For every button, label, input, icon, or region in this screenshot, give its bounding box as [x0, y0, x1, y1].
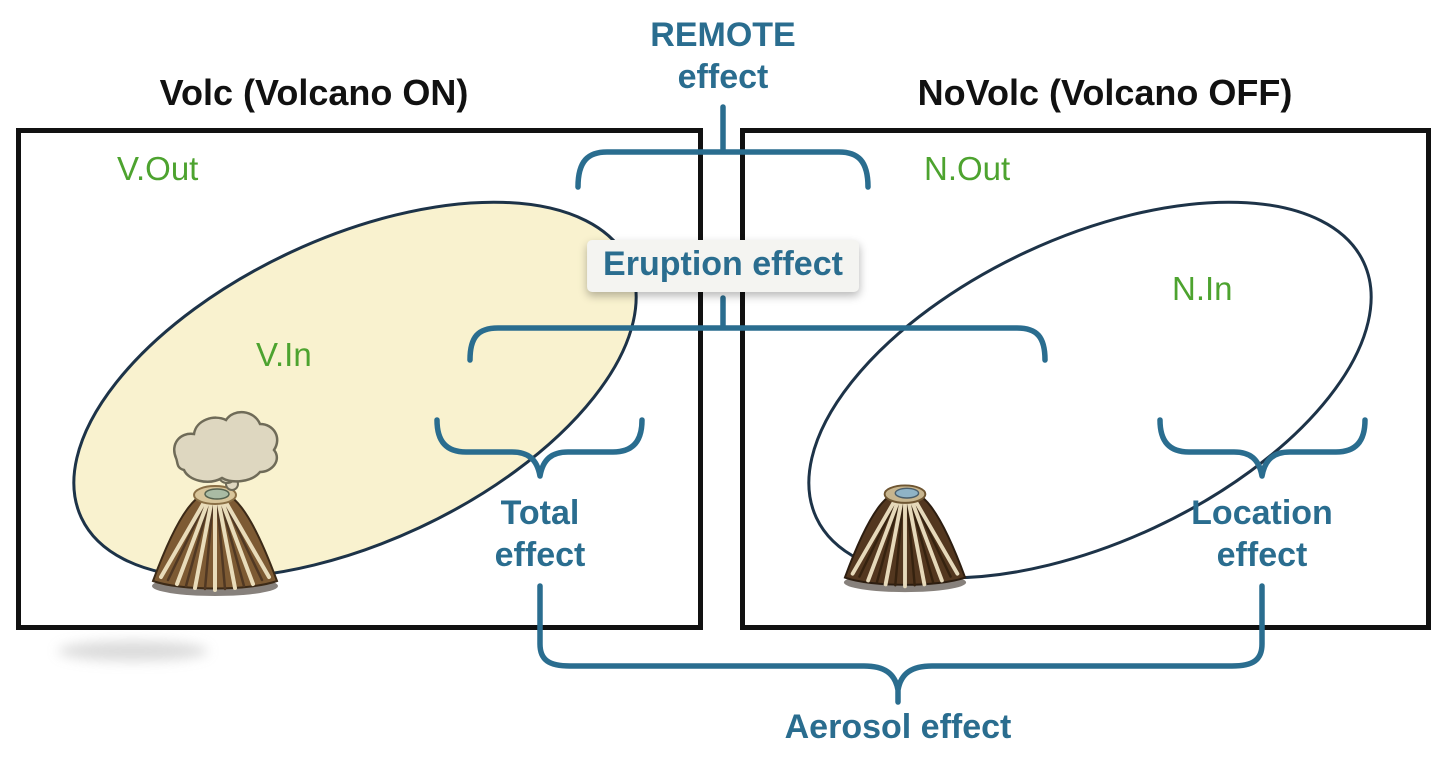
location-effect-line1: Location: [1191, 494, 1333, 532]
v-in-label: V.In: [256, 336, 312, 373]
volc-panel-title: Volc (Volcano ON): [159, 72, 469, 113]
remote-effect-line1: REMOTE: [650, 16, 796, 54]
location-effect-label: Location effect: [1191, 492, 1333, 576]
eruption-effect-label: Eruption effect: [587, 240, 859, 293]
shadow-smudge: [58, 641, 208, 661]
n-in-label: N.In: [1172, 270, 1233, 307]
aerosol-effect-label: Aerosol effect: [784, 708, 1012, 746]
v-out-label: V.Out: [117, 150, 199, 187]
remote-effect-line2: effect: [677, 58, 769, 97]
total-effect-line2: effect: [494, 536, 586, 575]
volc-box: [16, 128, 703, 630]
remote-effect-label: REMOTE effect: [650, 14, 795, 98]
total-effect-label: Total effect: [495, 492, 586, 576]
novolc-panel-title: NoVolc (Volcano OFF): [917, 72, 1293, 113]
total-effect-line1: Total: [500, 494, 580, 532]
location-effect-line2: effect: [1216, 536, 1308, 575]
n-out-label: N.Out: [924, 150, 1011, 187]
